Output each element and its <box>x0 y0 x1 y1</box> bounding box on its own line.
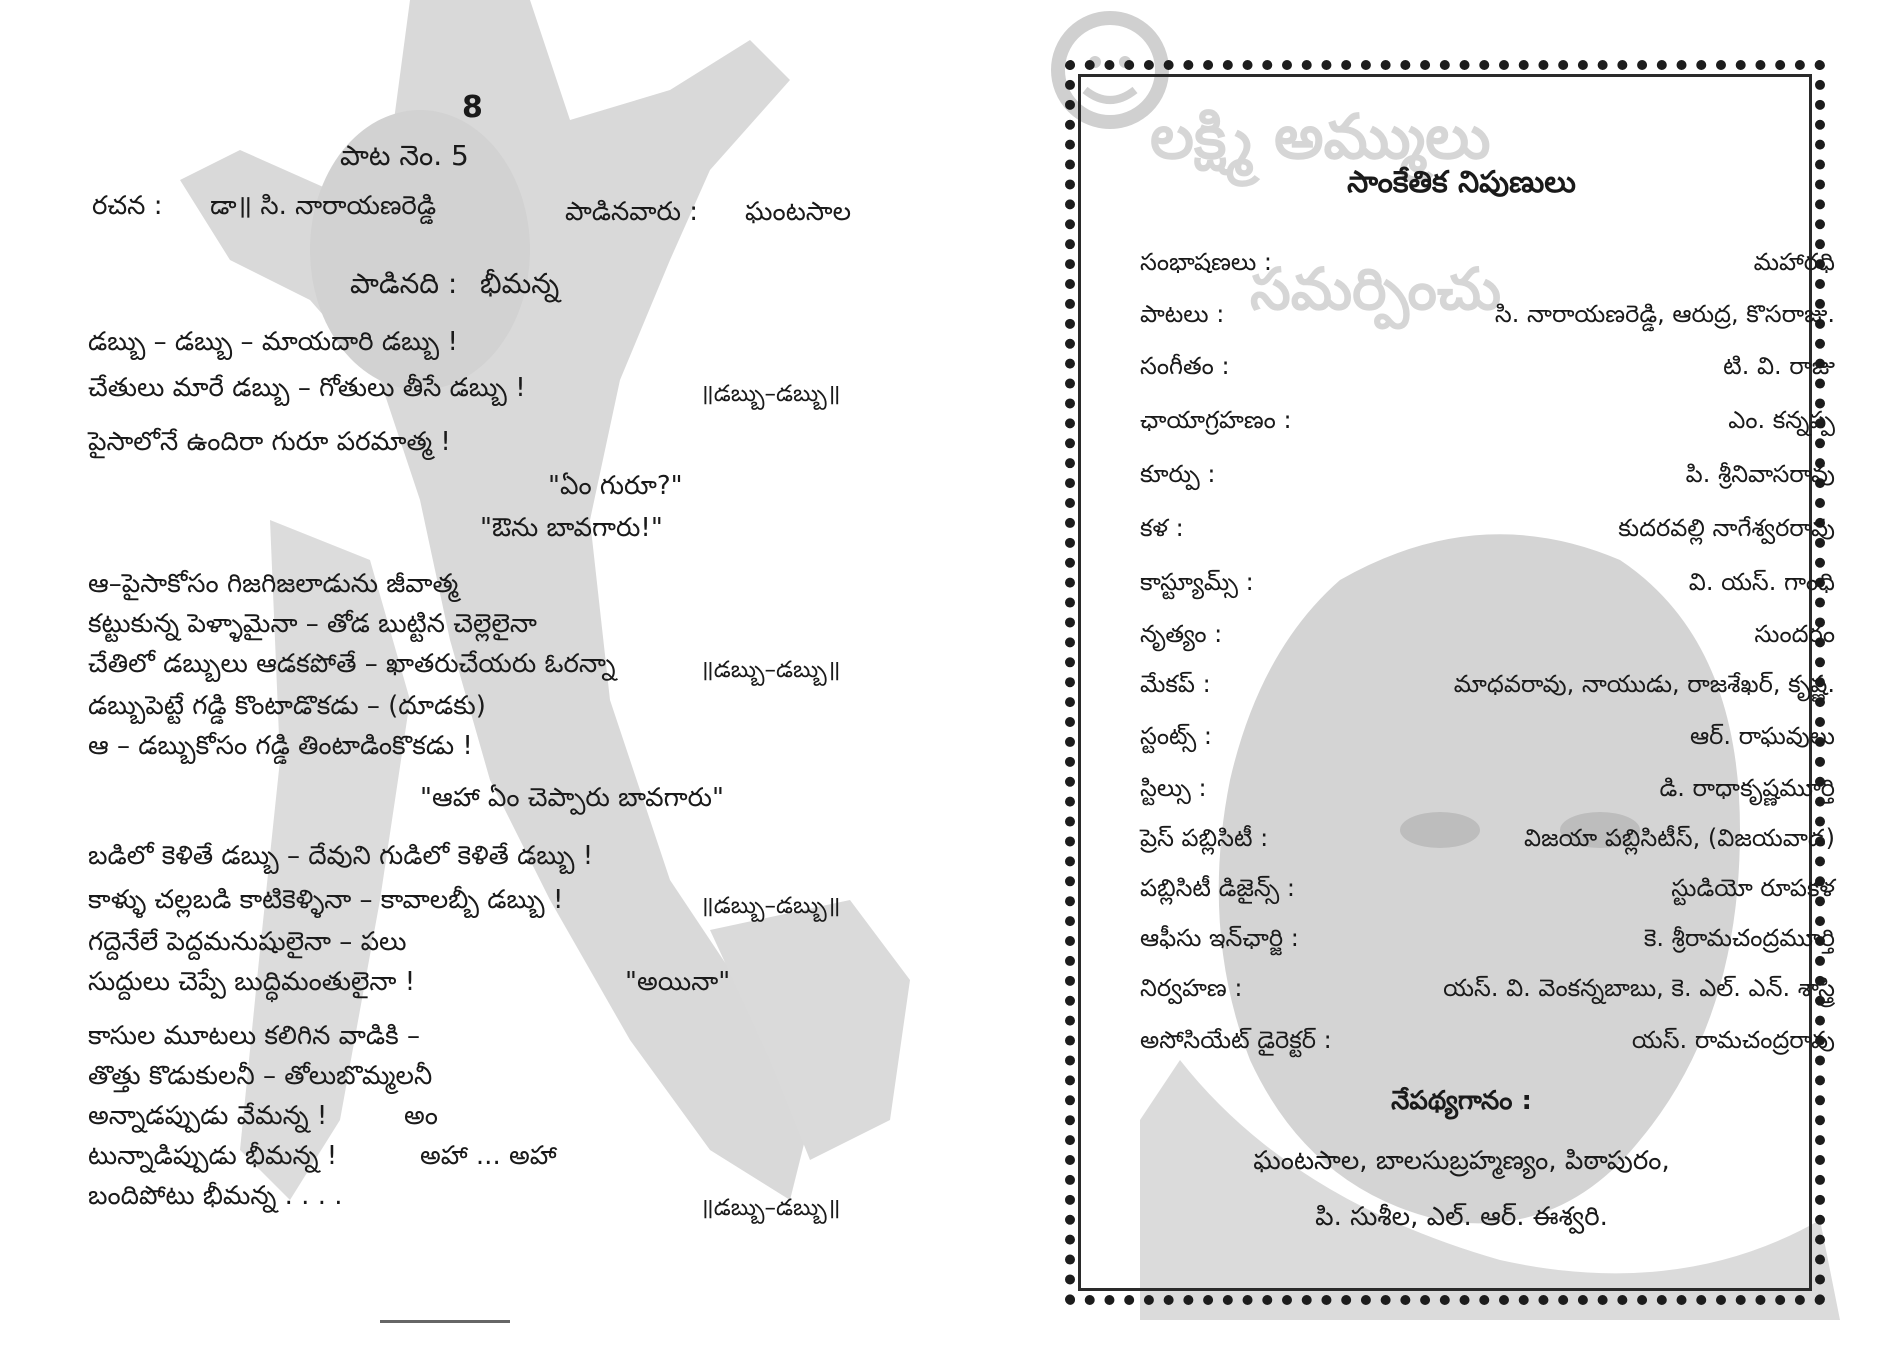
credit-role: పాటలు : <box>1140 300 1225 328</box>
credit-row: ఛాయాగ్రహణం : ఎం. కన్నప్ప <box>1140 404 1835 454</box>
right-page: లక్ష్మి అమ్ములు సమర్పించు సాంకేతిక నిపుణ… <box>1040 0 1883 1371</box>
lyric-line: అహా ... అహా <box>420 1141 557 1171</box>
credit-role: కాస్ట్యూమ్స్ : <box>1140 568 1254 596</box>
lyric-line: డబ్బుపెట్టే గడ్డి కొంటాడొకడు – (దూడకు) <box>88 691 486 721</box>
credit-row: మేకప్ : మాధవరావు, నాయుడు, రాజశేఖర్, కృష్… <box>1140 668 1835 718</box>
credit-name: ఎం. కన్నప్ప <box>1728 406 1835 434</box>
song-number: పాట నెం. 5 <box>340 139 469 172</box>
credit-role: ప్రెస్ పబ్లిసిటీ : <box>1140 824 1269 852</box>
lyric-line: సుద్దులు చెప్పే బుద్ధిమంతులైనా ! <box>88 967 416 997</box>
credit-role: కళ : <box>1140 514 1184 542</box>
credit-row: అసోసియేట్ డైరెక్టర్ : యస్. రామచంద్రరావు <box>1140 1024 1835 1074</box>
dialogue-line: "ఔను బావగారు!" <box>480 513 663 543</box>
singer-label: పాడినవారు : <box>565 197 698 227</box>
credit-name: యస్. రామచంద్రరావు <box>1631 1026 1835 1054</box>
credit-role: మేకప్ : <box>1140 670 1211 698</box>
credit-row: కూర్పు : పి. శ్రీనివాసరావు <box>1140 458 1835 508</box>
credit-role: అసోసియేట్ డైరెక్టర్ : <box>1140 1026 1332 1054</box>
credit-role: కూర్పు : <box>1140 460 1216 488</box>
credits-heading: సాంకేతిక నిపుణులు <box>1347 165 1576 200</box>
refrain-marker: ॥డబ్బు–డబ్బు॥ <box>700 657 841 683</box>
lyric-line: పైసాలోనే ఉందిరా గురూ పరమాత్మ ! <box>88 427 451 457</box>
credit-name: మహారధి <box>1753 248 1835 276</box>
credit-name: సుందరం <box>1754 620 1835 648</box>
bottom-rule <box>380 1320 510 1323</box>
refrain-marker: ॥డబ్బు–డబ్బు॥ <box>700 893 841 919</box>
lyric-line: అన్నాడప్పుడు వేమన్న ! <box>88 1101 328 1131</box>
credit-role: ఆఫీసు ఇన్‌ఛార్జి : <box>1140 924 1299 952</box>
credit-row: పాటలు : సి. నారాయణరెడ్డి, ఆరుద్ర, కొసరాజ… <box>1140 298 1835 348</box>
ornate-border-inner <box>1078 74 1812 1291</box>
lyric-line: తొత్తు కొడుకులనీ – తోలుబొమ్మలనీ <box>88 1061 433 1091</box>
playback-singers-line: పి. సుశీల, ఎల్. ఆర్. ఈశ్వరి. <box>1315 1202 1608 1232</box>
page-number: 8 <box>462 90 483 125</box>
credit-row: పబ్లిసిటీ డిజైన్స్ : స్టుడియో రూపకళ <box>1140 872 1835 922</box>
refrain-marker: ॥డబ్బు–డబ్బు॥ <box>700 1195 841 1221</box>
lyric-line: కాసుల మూటలు కలిగిన వాడికి – <box>88 1021 420 1051</box>
credit-row: సంభాషణలు : మహారధి <box>1140 246 1835 296</box>
credit-name: సి. నారాయణరెడ్డి, ఆరుద్ర, కొసరాజు. <box>1494 300 1835 328</box>
playback-heading: నేపథ్యగానం : <box>1391 1086 1532 1116</box>
credit-row: నిర్వహణ : యస్. వి. వెంకన్నబాబు, కె. ఎల్.… <box>1140 972 1835 1022</box>
credit-name: ఆర్. రాఘవులు <box>1689 722 1835 750</box>
credit-name: విజయా పబ్లిసిటీస్, (విజయవాడ) <box>1524 824 1835 852</box>
credit-name: డి. రాధాకృష్ణమూర్తి <box>1659 774 1835 802</box>
lyric-line: బందిపోటు భీమన్న . . . . <box>88 1181 343 1211</box>
credit-name: వి. యస్. గాంధి <box>1688 568 1835 596</box>
credit-name: యస్. వి. వెంకన్నబాబు, కె. ఎల్. ఎన్. శాస్… <box>1443 974 1835 1002</box>
credit-name: స్టుడియో రూపకళ <box>1671 874 1835 902</box>
credit-row: సంగీతం : టి. వి. రాజు <box>1140 350 1835 400</box>
lyric-line: టున్నాడిప్పుడు భీమన్న ! <box>88 1141 338 1171</box>
credit-row: స్టిల్సు : డి. రాధాకృష్ణమూర్తి <box>1140 772 1835 822</box>
lyric-line: ఆ–పైసాకోసం గిజగిజలాడును జీవాత్మ <box>88 569 459 599</box>
lyric-line: అం <box>404 1101 438 1131</box>
dialogue-line: "అయినా" <box>625 967 731 997</box>
credit-row: ఆఫీసు ఇన్‌ఛార్జి : కె. శ్రీరామచంద్రమూర్త… <box>1140 922 1835 972</box>
credit-role: స్టంట్స్ : <box>1140 722 1212 750</box>
credit-role: సంగీతం : <box>1140 352 1230 380</box>
credit-row: ప్రెస్ పబ్లిసిటీ : విజయా పబ్లిసిటీస్, (వ… <box>1140 822 1835 872</box>
credit-role: స్టిల్సు : <box>1140 774 1207 802</box>
lyric-line: చేతులు మారే డబ్బు – గోతులు తీసే డబ్బు ! <box>88 373 526 403</box>
credit-role: ఛాయాగ్రహణం : <box>1140 406 1292 434</box>
credit-role: నృత్యం : <box>1140 620 1223 648</box>
sung-by-name: భీమన్న <box>480 267 560 300</box>
singer-name: ఘంటసాల <box>745 197 852 227</box>
credit-row: స్టంట్స్ : ఆర్. రాఘవులు <box>1140 720 1835 770</box>
credit-role: పబ్లిసిటీ డిజైన్స్ : <box>1140 874 1296 902</box>
ornate-border <box>1065 60 1825 1305</box>
lyric-line: చేతిలో డబ్బులు ఆడకపోతే – ఖాతరుచేయరు ఓరన్… <box>88 649 616 679</box>
lyric-line: ఆ – డబ్బుకోసం గడ్డి తింటాడింకొకడు ! <box>88 731 473 761</box>
credit-name: కె. శ్రీరామచంద్రమూర్తి <box>1643 924 1835 952</box>
credit-name: పి. శ్రీనివాసరావు <box>1685 460 1835 488</box>
credit-name: టి. వి. రాజు <box>1723 352 1835 380</box>
credit-name: కుదరవల్లి నాగేశ్వరరావు <box>1618 514 1835 542</box>
writer-label: రచన : <box>92 191 163 221</box>
credit-name: మాధవరావు, నాయుడు, రాజశేఖర్, కృష్ణ. <box>1453 670 1835 698</box>
credit-row: నృత్యం : సుందరం <box>1140 618 1835 668</box>
credit-row: కాస్ట్యూమ్స్ : వి. యస్. గాంధి <box>1140 566 1835 616</box>
lyric-line: బడిలో కెళితే డబ్బు – దేవుని గుడిలో కెళిత… <box>88 841 594 871</box>
dialogue-line: "ఆహా ఏం చెప్పారు బావగారు" <box>420 783 724 813</box>
lyric-line: కట్టుకున్న పెళ్ళామైనా – తోడ బుట్టిన చెల్… <box>88 609 537 639</box>
sung-by-label: పాడినది : <box>350 267 458 300</box>
credit-role: సంభాషణలు : <box>1140 248 1272 276</box>
lyric-line: గద్దెనేలే పెద్దమనుషులైనా – పలు <box>88 927 407 957</box>
dialogue-line: "ఏం గురూ?" <box>548 471 683 501</box>
credit-row: కళ : కుదరవల్లి నాగేశ్వరరావు <box>1140 512 1835 562</box>
lyric-line: డబ్బు – డబ్బు – మాయదారి డబ్బు ! <box>88 327 458 357</box>
credit-role: నిర్వహణ : <box>1140 974 1243 1002</box>
lyric-line: కాళ్ళు చల్లబడి కాటికెళ్ళినా – కావాలబ్బీ … <box>88 885 564 915</box>
left-page: 8 పాట నెం. 5 రచన : డా॥ సి. నారాయణరెడ్డి … <box>0 0 910 1371</box>
refrain-marker: ॥డబ్బు–డబ్బు॥ <box>700 381 841 407</box>
playback-singers-line: ఘంటసాల, బాలసుబ్రహ్మణ్యం, పిఠాపురం, <box>1253 1146 1670 1176</box>
writer-name: డా॥ సి. నారాయణరెడ్డి <box>210 191 437 221</box>
